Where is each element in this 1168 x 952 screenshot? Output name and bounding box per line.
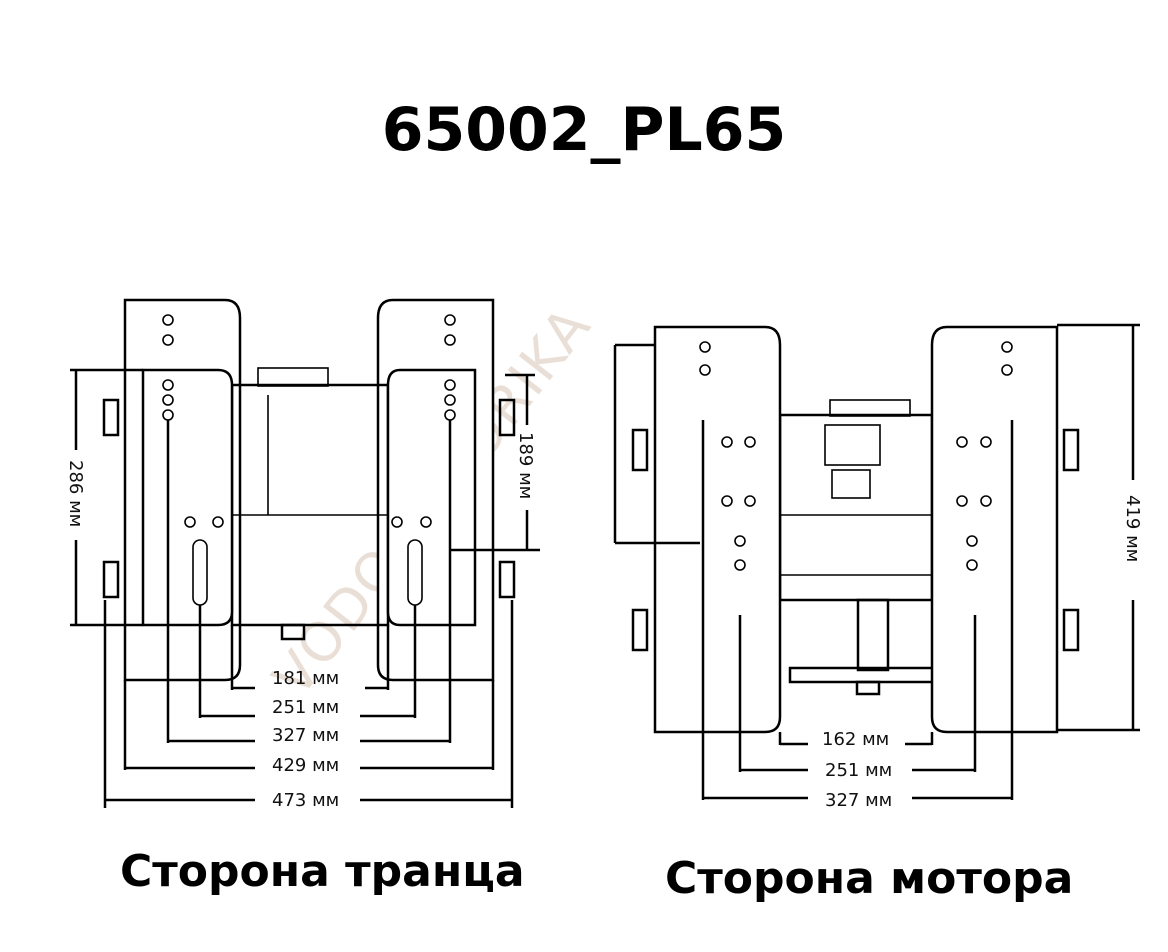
- center-body: [778, 413, 934, 602]
- drawing-title: 65002_PL65: [381, 95, 787, 165]
- dim-251: 251 мм: [825, 760, 892, 781]
- dim-286: 286 мм: [65, 460, 86, 527]
- dim-189: 189 мм: [515, 432, 536, 499]
- front-plate-left: [141, 368, 234, 627]
- dim-251: 251 мм: [272, 697, 339, 718]
- dim-429: 429 мм: [272, 755, 339, 776]
- bolt-icon: [102, 398, 516, 641]
- front-plate-right: [386, 368, 477, 627]
- dim-181: 181 мм: [272, 668, 339, 689]
- transom-side-caption: Сторона транца: [120, 846, 525, 897]
- motor-side-caption: Сторона мотора: [665, 853, 1074, 904]
- dim-162: 162 мм: [822, 729, 889, 750]
- dim-473: 473 мм: [272, 790, 339, 811]
- dim-327: 327 мм: [825, 790, 892, 811]
- bolt-icon: [631, 428, 1080, 696]
- dim-327: 327 мм: [272, 725, 339, 746]
- motor-side-view: 419 мм 162 мм 251 мм 327 мм: [613, 323, 1143, 811]
- plate-right: [930, 325, 1059, 734]
- dim-419: 419 мм: [1122, 495, 1143, 562]
- transom-side-view: 286 мм 189 мм 181 мм 251 мм 327 мм 429 м…: [65, 298, 540, 811]
- plate-left: [653, 325, 782, 734]
